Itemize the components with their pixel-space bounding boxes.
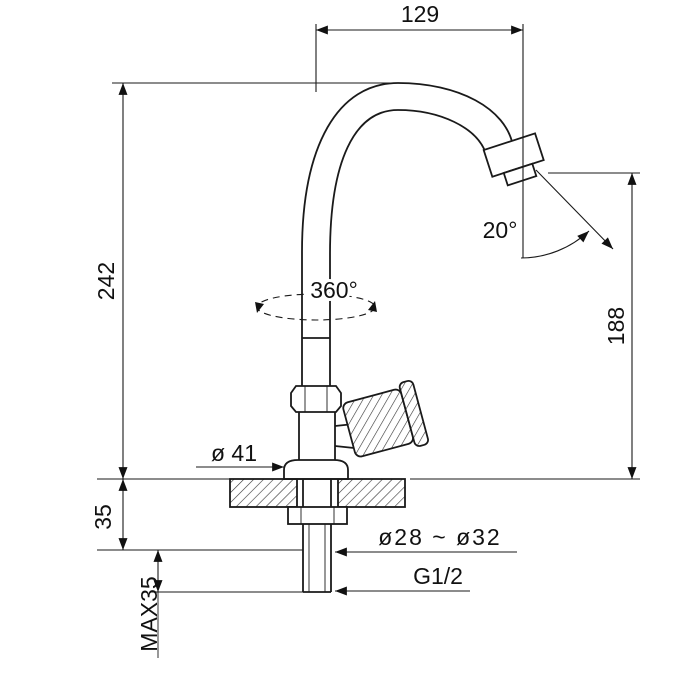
- thread-size-label: G1/2: [413, 563, 463, 589]
- swivel-arrow-left-icon: [255, 302, 264, 313]
- dim-total-height-label: 242: [93, 262, 119, 300]
- dim-height-242: 242: [93, 82, 402, 480]
- dim-max-thickness: MAX35: [136, 550, 303, 658]
- mounting-deck: [229, 478, 406, 508]
- dim-height-188: 188: [410, 172, 640, 480]
- hole-diameter-label: ø28 ~ ø32: [378, 524, 501, 550]
- faucet-handle: [334, 379, 429, 458]
- threaded-shank: [302, 524, 332, 593]
- dim-thread-size: G1/2: [335, 563, 470, 596]
- flange-height-label: 35: [90, 504, 116, 530]
- dim-flange-35: 35: [90, 479, 303, 551]
- swivel-ellipse: [255, 293, 377, 321]
- spout-angle-label: 20°: [483, 217, 518, 243]
- faucet-body: [290, 385, 342, 460]
- dim-reach-129: 129: [315, 1, 524, 258]
- swivel-angle-label: 360°: [310, 277, 358, 303]
- dim-hole-diameter: ø28 ~ ø32: [335, 524, 517, 557]
- lock-nut: [287, 506, 348, 525]
- spout-nozzle: [482, 132, 545, 187]
- faucet-spout: [301, 82, 514, 386]
- dim-flange-diameter: ø 41: [196, 440, 284, 472]
- dim-spout-height-label: 188: [603, 307, 629, 345]
- flange-diameter-label: ø 41: [211, 440, 257, 466]
- dim-angle-20: 20°: [483, 169, 614, 259]
- max-deck-thickness-label: MAX35: [136, 576, 162, 651]
- dim-reach-label: 129: [401, 1, 439, 27]
- swivel-arrow-right-icon: [368, 301, 377, 312]
- base-flange: [283, 459, 349, 480]
